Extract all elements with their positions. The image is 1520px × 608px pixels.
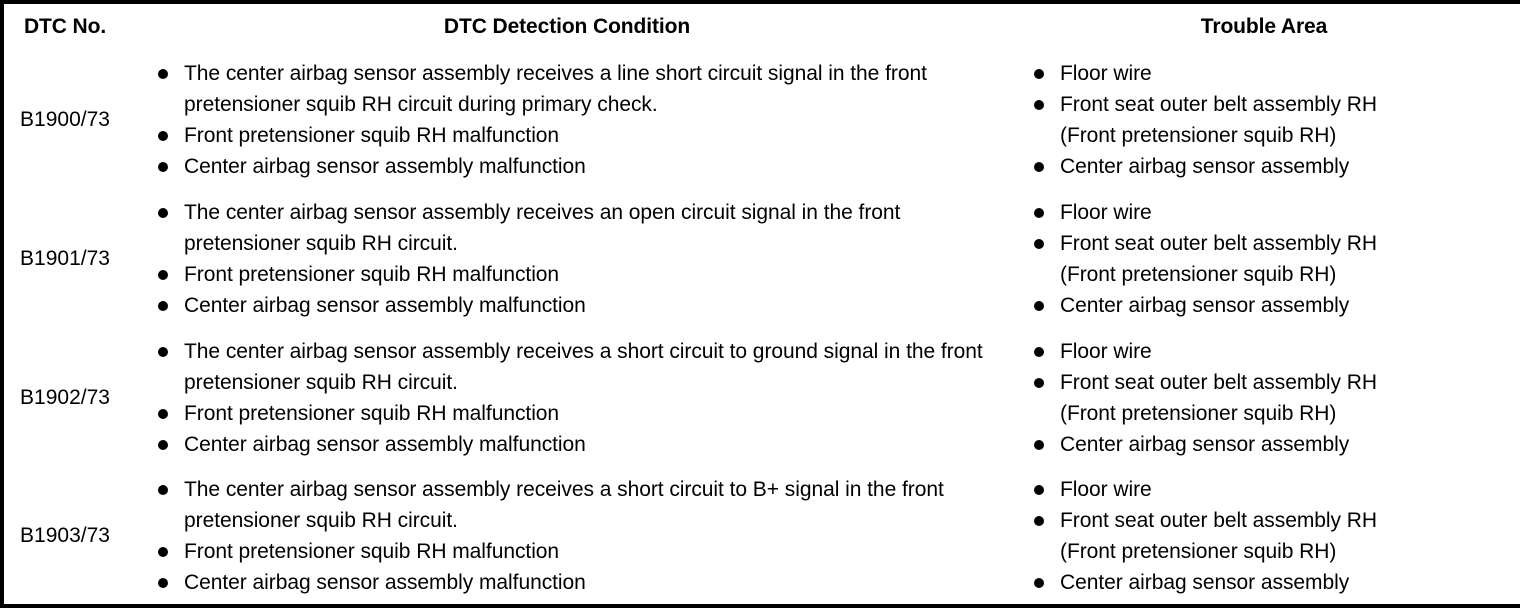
trouble-area-label: Front seat outer belt assembly RH [1060, 508, 1377, 532]
trouble-area-label: Front seat outer belt assembly RH [1060, 231, 1377, 255]
trouble-area-label: Front seat outer belt assembly RH [1060, 92, 1377, 116]
table-body: B1900/73 The center airbag sensor assemb… [2, 50, 1520, 606]
trouble-area-cell: Floor wire Front seat outer belt assembl… [1008, 50, 1520, 189]
trouble-area-sublabel: (Front pretensioner squib RH) [1060, 539, 1337, 563]
table-row: B1900/73 The center airbag sensor assemb… [2, 50, 1520, 189]
list-item: Center airbag sensor assembly [1032, 429, 1520, 460]
trouble-area-list: Floor wire Front seat outer belt assembl… [1008, 474, 1520, 598]
list-item: Front seat outer belt assembly RH (Front… [1032, 89, 1520, 151]
detection-condition-cell: The center airbag sensor assembly receiv… [126, 50, 1008, 189]
list-item: Front pretensioner squib RH malfunction [156, 259, 1008, 290]
detection-condition-cell: The center airbag sensor assembly receiv… [126, 189, 1008, 328]
column-header-detection-condition: DTC Detection Condition [443, 15, 691, 38]
list-item: Center airbag sensor assembly [1032, 290, 1520, 321]
detection-condition-cell: The center airbag sensor assembly receiv… [126, 467, 1008, 606]
list-item: Floor wire [1032, 336, 1520, 367]
table-row: B1901/73 The center airbag sensor assemb… [2, 189, 1520, 328]
column-header-dtc-no: DTC No. [23, 15, 107, 38]
column-header-trouble-area: Trouble Area [1200, 15, 1328, 38]
detection-condition-list: The center airbag sensor assembly receiv… [126, 197, 1008, 321]
list-item: Floor wire [1032, 58, 1520, 89]
list-item: The center airbag sensor assembly receiv… [156, 58, 1008, 120]
list-item: Center airbag sensor assembly [1032, 567, 1520, 598]
table-row: B1903/73 The center airbag sensor assemb… [2, 467, 1520, 606]
trouble-area-sublabel: (Front pretensioner squib RH) [1060, 123, 1337, 147]
table-header: DTC No. DTC Detection Condition Trouble … [2, 2, 1520, 50]
list-item: The center airbag sensor assembly receiv… [156, 474, 1008, 536]
list-item: Floor wire [1032, 197, 1520, 228]
list-item: Center airbag sensor assembly [1032, 151, 1520, 182]
list-item: Front seat outer belt assembly RH (Front… [1032, 505, 1520, 567]
list-item: Front pretensioner squib RH malfunction [156, 120, 1008, 151]
list-item: Center airbag sensor assembly malfunctio… [156, 151, 1008, 182]
list-item: Center airbag sensor assembly malfunctio… [156, 290, 1008, 321]
dtc-number: B1901/73 [20, 246, 110, 270]
list-item: Front seat outer belt assembly RH (Front… [1032, 228, 1520, 290]
list-item: Center airbag sensor assembly malfunctio… [156, 567, 1008, 598]
list-item: Front seat outer belt assembly RH (Front… [1032, 367, 1520, 429]
trouble-area-sublabel: (Front pretensioner squib RH) [1060, 401, 1337, 425]
trouble-area-cell: Floor wire Front seat outer belt assembl… [1008, 189, 1520, 328]
list-item: Front pretensioner squib RH malfunction [156, 398, 1008, 429]
trouble-area-label: Front seat outer belt assembly RH [1060, 370, 1377, 394]
dtc-number: B1902/73 [20, 385, 110, 409]
trouble-area-cell: Floor wire Front seat outer belt assembl… [1008, 328, 1520, 467]
trouble-area-list: Floor wire Front seat outer belt assembl… [1008, 58, 1520, 182]
header-row: DTC No. DTC Detection Condition Trouble … [2, 2, 1520, 50]
detection-condition-list: The center airbag sensor assembly receiv… [126, 58, 1008, 182]
detection-condition-list: The center airbag sensor assembly receiv… [126, 474, 1008, 598]
list-item: Center airbag sensor assembly malfunctio… [156, 429, 1008, 460]
trouble-area-cell: Floor wire Front seat outer belt assembl… [1008, 467, 1520, 606]
trouble-area-sublabel: (Front pretensioner squib RH) [1060, 262, 1337, 286]
detection-condition-list: The center airbag sensor assembly receiv… [126, 336, 1008, 460]
trouble-area-list: Floor wire Front seat outer belt assembl… [1008, 197, 1520, 321]
list-item: The center airbag sensor assembly receiv… [156, 336, 1008, 398]
dtc-number: B1900/73 [20, 107, 110, 131]
list-item: Floor wire [1032, 474, 1520, 505]
detection-condition-cell: The center airbag sensor assembly receiv… [126, 328, 1008, 467]
table-row: B1902/73 The center airbag sensor assemb… [2, 328, 1520, 467]
trouble-area-list: Floor wire Front seat outer belt assembl… [1008, 336, 1520, 460]
dtc-number: B1903/73 [20, 523, 110, 547]
list-item: The center airbag sensor assembly receiv… [156, 197, 1008, 259]
list-item: Front pretensioner squib RH malfunction [156, 536, 1008, 567]
